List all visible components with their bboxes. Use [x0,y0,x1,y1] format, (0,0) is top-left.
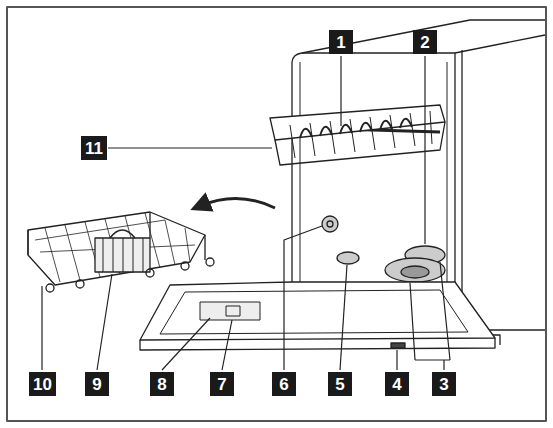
callout-box: 11 [81,136,107,160]
water-softener-cap-inner [327,221,333,227]
callout-box: 7 [210,372,234,396]
callout-number: 11 [85,140,103,157]
callout-number: 4 [392,376,401,393]
callout-box: 4 [385,372,409,396]
callout-number: 8 [157,376,166,393]
callout-number: 2 [420,34,429,51]
rating-plate [391,343,405,348]
pull-out-arrow [200,198,275,208]
salt-container [337,252,359,264]
callout-number: 3 [439,376,448,393]
callout-box: 2 [413,30,437,54]
callout-box: 6 [272,372,296,396]
callout-box: 1 [329,30,353,54]
filter-centre [401,266,429,278]
cutlery-basket [95,238,150,272]
callout-number: 5 [335,376,344,393]
lower-basket [28,212,214,292]
detergent-dispenser [200,302,260,320]
callout-number: 7 [217,376,226,393]
callout-box: 10 [29,372,56,396]
leader-lines [42,56,450,370]
callout-box: 9 [85,372,109,396]
callout-number: 1 [336,34,345,51]
callout-box: 8 [150,372,174,396]
door [140,282,495,350]
upper-basket [270,105,445,165]
cabinet-top [302,20,545,53]
detergent-lid [226,306,240,316]
frame [7,7,546,421]
water-softener-cap [322,216,338,232]
filter [385,258,445,282]
callout-number: 10 [33,376,52,393]
callout-box: 5 [328,372,352,396]
callout-number: 9 [92,376,101,393]
callout-box: 3 [432,372,456,396]
callout-number: 6 [279,376,288,393]
cabinet-top-edge [455,35,545,53]
